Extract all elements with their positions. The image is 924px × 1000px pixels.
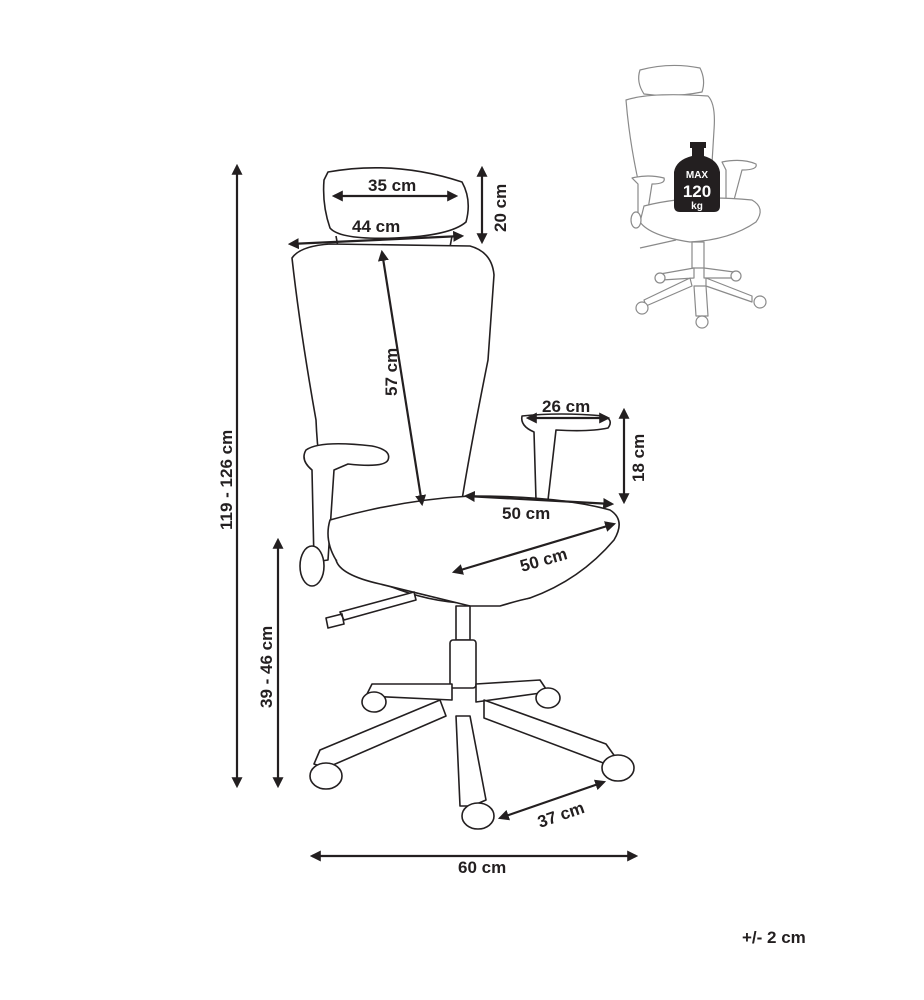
chair-main-drawing bbox=[291, 166, 635, 830]
dimension-arrows bbox=[231, 163, 639, 862]
label-armrest-height: 18 cm bbox=[629, 434, 648, 482]
base-star bbox=[313, 679, 617, 807]
dimension-labels: 35 cm 20 cm 44 cm 57 cm 119 - 126 cm 26 … bbox=[217, 176, 648, 877]
label-back-height: 57 cm bbox=[382, 348, 401, 396]
arrow-seat-depth bbox=[451, 521, 617, 575]
chair-thumbnail: MAX 120 kg bbox=[625, 64, 767, 329]
thumb-left-arm bbox=[631, 175, 665, 223]
label-base-width: 60 cm bbox=[458, 858, 506, 877]
thumb-lever bbox=[639, 239, 677, 249]
label-seat-height: 39 - 46 cm bbox=[257, 626, 276, 708]
armrest-knob bbox=[299, 545, 325, 587]
thumb-headrest bbox=[638, 64, 705, 97]
gas-cylinder bbox=[449, 639, 477, 689]
label-back-width: 44 cm bbox=[352, 217, 400, 236]
gas-cylinder-top bbox=[455, 605, 471, 641]
height-lever bbox=[325, 591, 417, 629]
max-label: MAX bbox=[686, 170, 709, 181]
label-headrest-height: 20 cm bbox=[491, 184, 510, 232]
max-value: 120 bbox=[683, 182, 711, 201]
label-total-height: 119 - 126 cm bbox=[217, 430, 236, 530]
arrow-seat-width bbox=[463, 490, 615, 510]
casters bbox=[309, 687, 635, 830]
max-unit: kg bbox=[691, 201, 703, 212]
arrow-back-height bbox=[377, 249, 427, 507]
label-seat-width: 50 cm bbox=[502, 504, 550, 523]
arrow-back-width bbox=[287, 230, 465, 250]
tolerance-note: +/- 2 cm bbox=[742, 928, 806, 947]
label-headrest-width: 35 cm bbox=[368, 176, 416, 195]
right-armrest bbox=[520, 413, 612, 501]
weight-icon: MAX 120 kg bbox=[674, 142, 720, 212]
label-armrest-length: 26 cm bbox=[542, 397, 590, 416]
thumb-knob bbox=[630, 211, 642, 229]
arrow-base-leg bbox=[497, 779, 607, 821]
thumb-casters bbox=[635, 270, 767, 329]
thumb-cylinder bbox=[691, 241, 705, 269]
thumb-right-arm bbox=[721, 159, 757, 201]
